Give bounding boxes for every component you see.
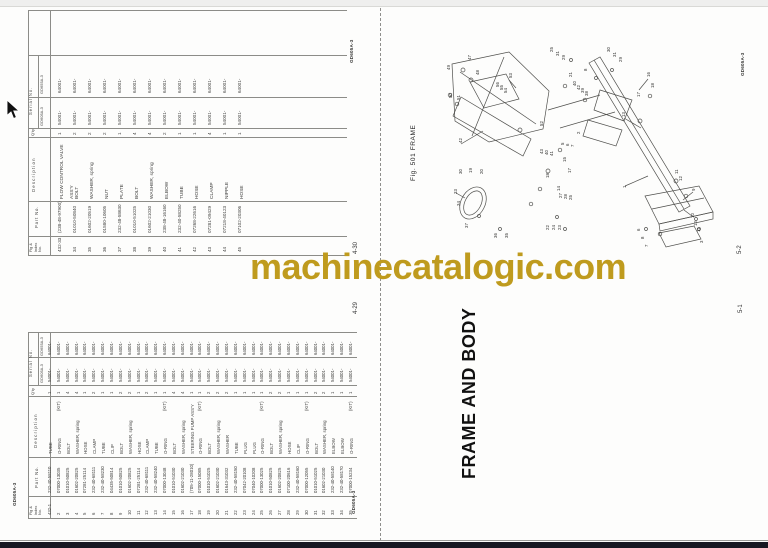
diagram-callout-number: 37 xyxy=(464,223,469,228)
table-rule xyxy=(50,332,51,518)
diagram-callout-number: 19 xyxy=(468,168,473,173)
diagram-callout-number: 12 xyxy=(678,176,683,181)
sheet-top-edge xyxy=(0,0,768,7)
diagram-callout-number: 31 xyxy=(612,52,617,57)
diagram-callout-number: 34 xyxy=(456,201,461,206)
diagram-callout-number: 7 xyxy=(570,144,575,147)
diagram-callout-number: 21 xyxy=(568,72,573,77)
table-rule xyxy=(38,55,39,128)
sheet-bottom-edge xyxy=(0,542,768,548)
table-rule xyxy=(28,128,347,129)
diagram-callout-number: 53 xyxy=(508,73,513,78)
diagram-callout-number: 10 xyxy=(690,213,695,218)
diagram-callout-number: 8 xyxy=(640,236,645,239)
table-rule xyxy=(28,396,357,397)
diagram-callout-number: 23 xyxy=(557,225,562,230)
diagram-callout-number: 24 xyxy=(551,225,556,230)
diagram-callout-number: 8 xyxy=(583,68,588,71)
diagram-callout-number: 51 xyxy=(456,95,461,100)
diagram-callout-number: 12 xyxy=(693,221,698,226)
diagram-callout-number: 20 xyxy=(479,169,484,174)
table-rule xyxy=(28,55,347,56)
table-rule xyxy=(50,10,51,255)
table-rule xyxy=(28,236,347,237)
diagram-callout-number: 35 xyxy=(504,233,509,238)
diagram-callout-number: 25 xyxy=(568,195,573,200)
diagram-callout-number: 48 xyxy=(475,70,480,75)
table-rule xyxy=(28,332,357,333)
diagram-callout-number: 30 xyxy=(606,47,611,52)
table-rule xyxy=(28,201,347,202)
diagram-callout-number: 50 xyxy=(448,93,453,98)
diagram-callout-number: 6 xyxy=(636,228,641,231)
diagram-callout-number: 2 xyxy=(576,131,581,134)
table-rule xyxy=(28,457,357,458)
mouse-cursor xyxy=(6,99,21,120)
diagram-callout-number: 31 xyxy=(555,51,560,56)
diagram-callout-number: 17 xyxy=(567,168,572,173)
diagram-callout-number: 38 xyxy=(584,91,589,96)
table-rule xyxy=(28,357,357,358)
diagram-callout-number: 11 xyxy=(674,169,679,174)
diagram-callout-number: 22 xyxy=(545,225,550,230)
table-rule xyxy=(28,385,357,386)
diagram-callout-number: 13 xyxy=(621,112,626,117)
table-rule xyxy=(28,97,347,98)
diagram-callout-number: 3 xyxy=(699,240,704,243)
table-rule xyxy=(28,10,29,255)
diagram-callout-number: 16 xyxy=(646,72,651,77)
diagram-callout-number: 47 xyxy=(467,55,472,60)
diagram-callout-number: 25 xyxy=(549,47,554,52)
table-rule xyxy=(28,137,347,138)
diagram-callout-number: 18 xyxy=(545,173,550,178)
diagram-callout-number: 49 xyxy=(446,65,451,70)
table-rule xyxy=(28,518,357,519)
watermark: machinecatalogic.com xyxy=(250,246,627,287)
diagram-callout-number: 29 xyxy=(561,55,566,60)
diagram-callout-number: 42 xyxy=(458,138,463,143)
diagram-callout-number: 17 xyxy=(636,92,641,97)
diagram-callout-number: 33 xyxy=(453,189,458,194)
table-rule xyxy=(38,332,39,385)
table-rule xyxy=(28,332,29,518)
diagram-callout-number: 14 xyxy=(556,186,561,191)
table-rule xyxy=(28,496,357,497)
diagram-callout-number: 41 xyxy=(549,151,554,156)
diagram-callout-number: 36 xyxy=(493,233,498,238)
table-rule xyxy=(28,10,347,11)
page-fold-dashed-line xyxy=(380,8,381,541)
diagram-callout-number: 30 xyxy=(458,169,463,174)
diagram-callout-number: 9 xyxy=(691,188,696,191)
diagram-callout-number: 1 xyxy=(622,185,627,188)
diagram-callout-number: 29 xyxy=(618,57,623,62)
diagram-callout-number: 15 xyxy=(562,157,567,162)
table-rule xyxy=(28,255,347,256)
sheet-bottom-edge-line xyxy=(0,540,768,541)
diagram-callout-number: 7 xyxy=(644,244,649,247)
diagram-callout-number: 18 xyxy=(650,83,655,88)
diagram-callout-number: 52 xyxy=(539,121,544,126)
diagram-callout-number: 11 xyxy=(696,227,701,232)
diagram-callout-number: 54 xyxy=(503,88,508,93)
